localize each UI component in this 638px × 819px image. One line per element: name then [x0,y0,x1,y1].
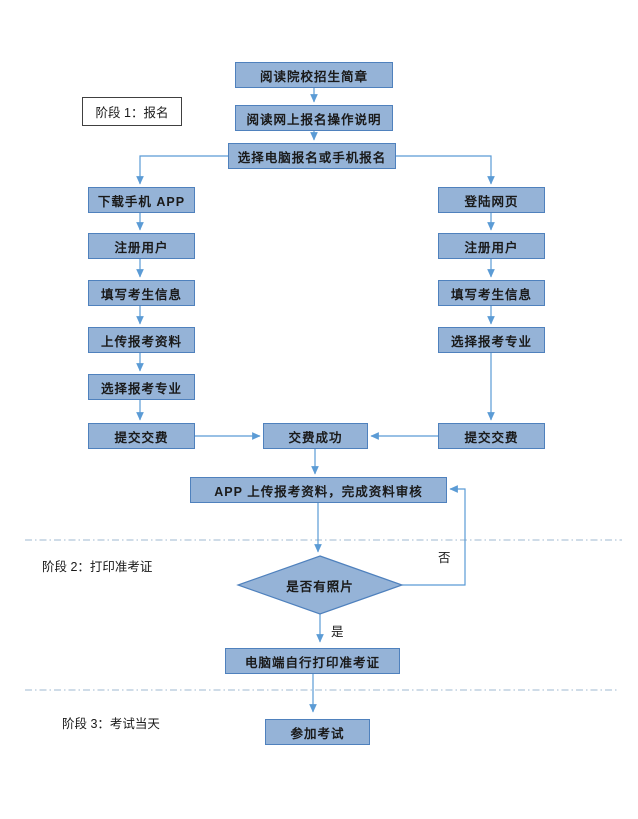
flow-node-web-fill-info: 填写考生信息 [438,280,545,306]
flow-node-app-register: 注册用户 [88,233,195,259]
flow-node-web-major: 选择报考专业 [438,327,545,353]
stage-3-label: 阶段 3：考试当天 [62,717,160,731]
flow-node-has-photo: 是否有照片 [286,579,354,594]
flow-node-app-pay: 提交交费 [88,423,195,449]
edge-label-yes: 是 [331,625,344,639]
stage-2-label: 阶段 2：打印准考证 [42,560,153,574]
flow-node-app-fill-info: 填写考生信息 [88,280,195,306]
flow-node-web-register: 注册用户 [438,233,545,259]
flow-node-take-exam: 参加考试 [265,719,370,745]
flow-node-print-ticket: 电脑端自行打印准考证 [225,648,400,674]
flow-node-pay-success: 交费成功 [263,423,368,449]
arrow-choose-to-web-branch [396,155,495,185]
flow-node-read-guide: 阅读院校招生简章 [235,62,393,88]
stage-1-label: 阶段 1：报名 [82,97,182,126]
edge-label-no: 否 [438,551,451,565]
flow-node-app-download: 下载手机 APP [88,187,195,213]
flow-node-read-instructions: 阅读网上报名操作说明 [235,105,393,131]
flow-node-app-upload: 上传报考资料 [88,327,195,353]
flow-node-choose-method: 选择电脑报名或手机报名 [228,143,396,169]
flow-node-web-login: 登陆网页 [438,187,545,213]
flow-node-web-pay: 提交交费 [438,423,545,449]
decision-diamond [236,555,404,615]
arrow-choose-to-app-branch [136,155,228,185]
arrow-decision-no-loop [402,485,466,586]
flow-node-upload-review: APP 上传报考资料，完成资料审核 [190,477,447,503]
flow-node-app-major: 选择报考专业 [88,374,195,400]
